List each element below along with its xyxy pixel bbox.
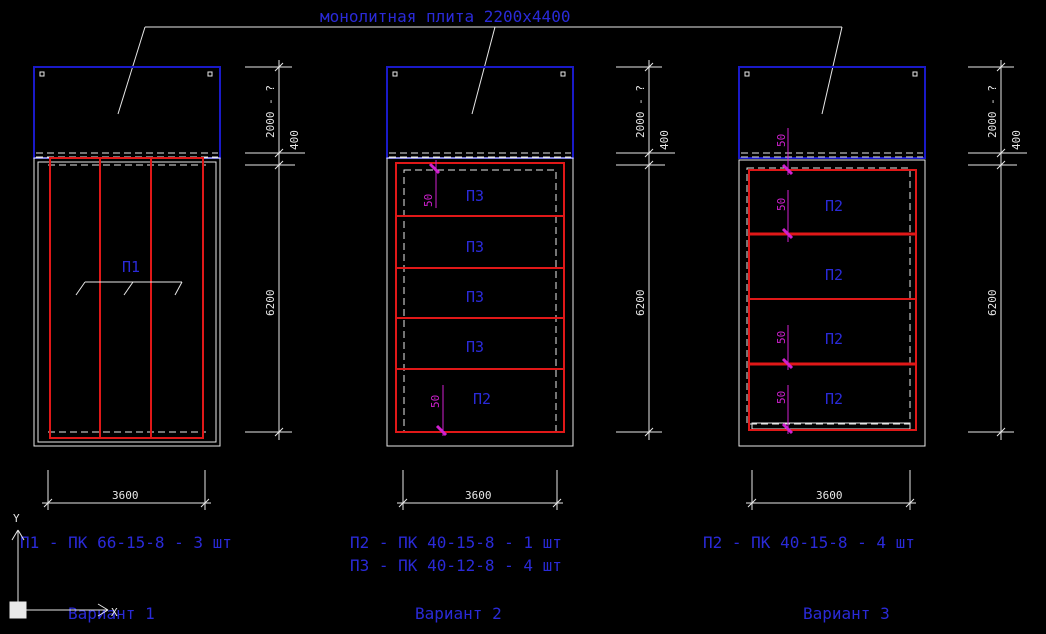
v2-offset-top: 50 (422, 194, 435, 207)
v2-dim-top: 2000 - ? (634, 85, 647, 138)
ucs-icon (9, 529, 109, 619)
v3-offset-2: 50 (775, 198, 788, 211)
v2-spec-2: П3 - ПК 40-12-8 - 4 шт (350, 556, 562, 575)
v3-spec-1: П2 - ПК 40-15-8 - 4 шт (703, 533, 915, 552)
v2-label-1: П3 (466, 187, 484, 205)
v3-label-3: П2 (825, 330, 843, 348)
v2-dim-gap: 400 (658, 130, 671, 150)
v2-dim-body: 6200 (634, 290, 647, 317)
v2-vertical-dims (616, 60, 675, 440)
v2-spec-1: П2 - ПК 40-15-8 - 1 шт (350, 533, 562, 552)
v3-label-1: П2 (825, 197, 843, 215)
variant-1-plan: П1 (33, 66, 221, 447)
v2-caption: Вариант 2 (415, 604, 502, 623)
v3-offset-1: 50 (775, 134, 788, 147)
v3-offset-4: 50 (775, 391, 788, 404)
v1-dim-top: 2000 - ? (264, 85, 277, 138)
v2-width-dim (397, 470, 563, 510)
ucs-x-label: X (111, 606, 118, 619)
v1-vertical-dims (245, 60, 305, 440)
v1-caption: Вариант 1 (68, 604, 155, 623)
variant-3-plan (738, 66, 926, 447)
v3-dim-width: 3600 (816, 489, 843, 502)
v3-caption: Вариант 3 (803, 604, 890, 623)
v1-dim-width: 3600 (112, 489, 139, 502)
v3-dim-gap: 400 (1010, 130, 1023, 150)
ucs-y-label: Y (13, 512, 20, 525)
v1-width-dim (42, 470, 211, 510)
v3-width-dim (746, 470, 916, 510)
v2-offset-bottom: 50 (429, 395, 442, 408)
v2-label-3: П3 (466, 288, 484, 306)
v2-label-4: П3 (466, 338, 484, 356)
v3-offset-3: 50 (775, 331, 788, 344)
v3-dim-body: 6200 (986, 290, 999, 317)
v1-panel-label: П1 (122, 258, 140, 276)
v1-spec-1: П1 - ПК 66-15-8 - 3 шт (20, 533, 232, 552)
slab-title: монолитная плита 2200х4400 (320, 7, 570, 26)
v2-label-2: П3 (466, 238, 484, 256)
v3-vertical-dims (968, 60, 1027, 440)
v3-label-2: П2 (825, 266, 843, 284)
v3-label-4: П2 (825, 390, 843, 408)
v1-dim-gap: 400 (288, 130, 301, 150)
v1-dim-body: 6200 (264, 290, 277, 317)
v2-dim-width: 3600 (465, 489, 492, 502)
title-leaders (117, 26, 843, 115)
v3-dim-top: 2000 - ? (986, 85, 999, 138)
variant-2-plan (386, 66, 574, 447)
v2-label-5: П2 (473, 390, 491, 408)
